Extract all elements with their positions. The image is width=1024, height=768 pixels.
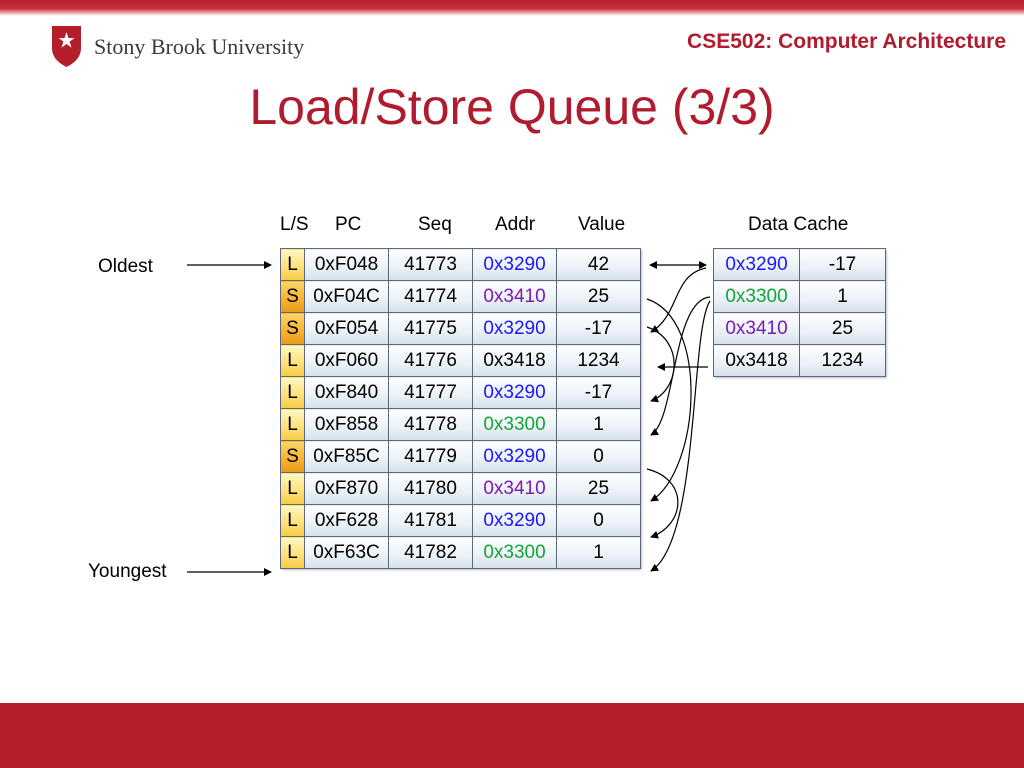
cache-value-cell: -17 xyxy=(799,248,886,281)
value-cell: 1 xyxy=(556,408,641,441)
cache-addr-cell: 0x3290 xyxy=(713,248,800,281)
pc-cell: 0xF840 xyxy=(304,376,389,409)
oldest-label: Oldest xyxy=(98,256,153,277)
pc-cell: 0xF63C xyxy=(304,536,389,569)
pc-cell: 0xF858 xyxy=(304,408,389,441)
seq-cell: 41778 xyxy=(388,408,473,441)
addr-cell: 0x3290 xyxy=(472,376,557,409)
ls-cell: S xyxy=(280,280,305,313)
addr-cell: 0x3300 xyxy=(472,536,557,569)
header-addr: Addr xyxy=(495,214,536,235)
ls-cell: L xyxy=(280,408,305,441)
store-row2-to-row8-arrow xyxy=(646,298,692,502)
pc-cell: 0xF04C xyxy=(304,280,389,313)
bottom-band xyxy=(0,703,1024,768)
addr-cell: 0x3290 xyxy=(472,440,557,473)
youngest-label: Youngest xyxy=(88,561,167,582)
seq-cell: 41775 xyxy=(388,312,473,345)
top-band xyxy=(0,0,1024,16)
seq-cell: 41776 xyxy=(388,344,473,377)
ls-cell: L xyxy=(280,376,305,409)
addr-cell: 0x3418 xyxy=(472,344,557,377)
shield-star-icon xyxy=(52,26,81,67)
cache-value-cell: 25 xyxy=(799,312,886,345)
addr-cell: 0x3410 xyxy=(472,472,557,505)
addr-cell: 0x3290 xyxy=(472,312,557,345)
cache-addr-cell: 0x3410 xyxy=(713,312,800,345)
value-cell: 25 xyxy=(556,280,641,313)
seq-cell: 41780 xyxy=(388,472,473,505)
ls-cell: L xyxy=(280,248,305,281)
seq-cell: 41781 xyxy=(388,504,473,537)
pc-cell: 0xF060 xyxy=(304,344,389,377)
seq-cell: 41779 xyxy=(388,440,473,473)
header-ls: L/S xyxy=(280,214,309,235)
slide-title: Load/Store Queue (3/3) xyxy=(249,79,775,135)
value-cell: 25 xyxy=(556,472,641,505)
ls-cell: L xyxy=(280,504,305,537)
pc-cell: 0xF870 xyxy=(304,472,389,505)
cache-value-cell: 1 xyxy=(799,280,886,313)
pc-cell: 0xF048 xyxy=(304,248,389,281)
addr-cell: 0x3410 xyxy=(472,280,557,313)
ls-cell: L xyxy=(280,344,305,377)
addr-cell: 0x3290 xyxy=(472,504,557,537)
cache-row: 0x3290-17 xyxy=(713,248,886,281)
value-cell: 42 xyxy=(556,248,641,281)
ls-cell: S xyxy=(280,440,305,473)
logo-text: Stony Brook University xyxy=(94,34,305,59)
cache-addr-cell: 0x3300 xyxy=(713,280,800,313)
cache-3300-to-row6-arrow xyxy=(650,296,711,436)
value-cell: 0 xyxy=(556,440,641,473)
data-cache-title: Data Cache xyxy=(748,214,849,235)
seq-cell: 41782 xyxy=(388,536,473,569)
seq-cell: 41773 xyxy=(388,248,473,281)
value-cell: 0 xyxy=(556,504,641,537)
addr-cell: 0x3290 xyxy=(472,248,557,281)
seq-cell: 41774 xyxy=(388,280,473,313)
value-cell: -17 xyxy=(556,376,641,409)
pc-cell: 0xF85C xyxy=(304,440,389,473)
seq-cell: 41777 xyxy=(388,376,473,409)
ls-cell: L xyxy=(280,472,305,505)
course-title: CSE502: Computer Architecture xyxy=(687,30,1006,53)
header-value: Value xyxy=(578,214,626,235)
store-row7-to-row9-arrow xyxy=(646,468,679,539)
cache-value-cell: 1234 xyxy=(799,344,886,377)
ls-cell: L xyxy=(280,536,305,569)
store-row3-to-row5-arrow xyxy=(646,326,675,403)
pc-cell: 0xF628 xyxy=(304,504,389,537)
header-pc: PC xyxy=(335,214,362,235)
cache-addr-cell: 0x3418 xyxy=(713,344,800,377)
cache-3410-to-row2-arrow xyxy=(650,267,707,333)
cache-3300-to-row10-arrow xyxy=(650,300,711,572)
value-cell: -17 xyxy=(556,312,641,345)
value-cell: 1234 xyxy=(556,344,641,377)
pc-cell: 0xF054 xyxy=(304,312,389,345)
header-seq: Seq xyxy=(418,214,452,235)
ls-cell: S xyxy=(280,312,305,345)
addr-cell: 0x3300 xyxy=(472,408,557,441)
value-cell: 1 xyxy=(556,536,641,569)
